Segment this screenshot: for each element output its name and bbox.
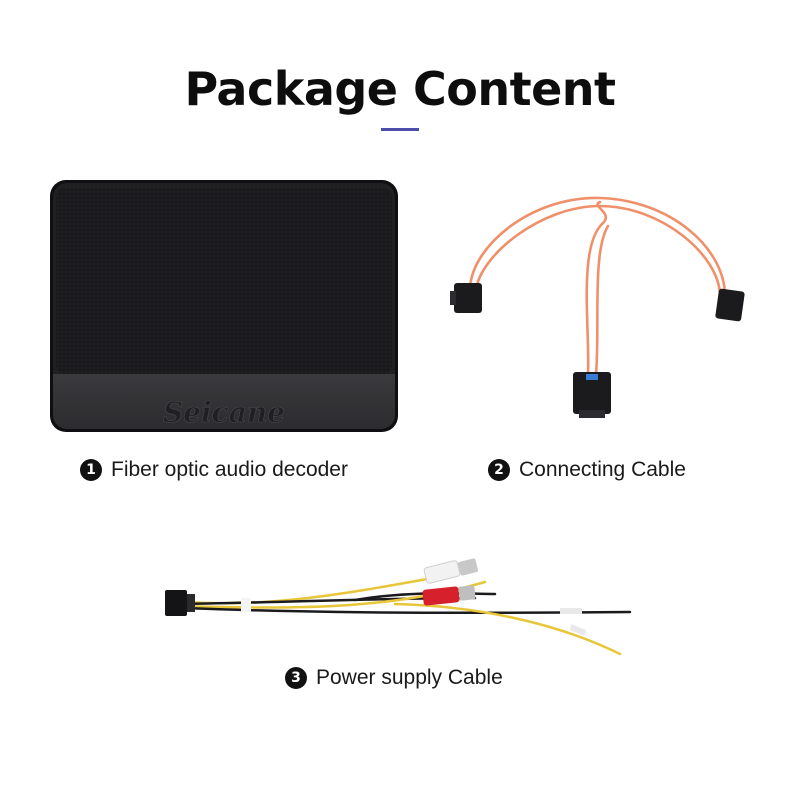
item-1-label: Fiber optic audio decoder bbox=[111, 458, 348, 481]
item-3-label: Power supply Cable bbox=[316, 666, 503, 689]
brand-logo: Seicane bbox=[163, 396, 285, 429]
item-2-caption: 2 Connecting Cable bbox=[488, 458, 686, 482]
item-2-label: Connecting Cable bbox=[519, 458, 686, 481]
number-badge-1: 1 bbox=[80, 459, 102, 481]
connecting-cable-image bbox=[450, 196, 745, 418]
power-cable-image bbox=[165, 558, 632, 656]
title-underline bbox=[381, 128, 419, 131]
item-3-caption: 3 Power supply Cable bbox=[285, 666, 503, 690]
decoder-image: Seicane bbox=[50, 180, 398, 432]
number-badge-3: 3 bbox=[285, 667, 307, 689]
page-title: Package Content bbox=[184, 62, 616, 116]
number-badge-2: 2 bbox=[488, 459, 510, 481]
item-1-caption: 1 Fiber optic audio decoder bbox=[80, 458, 348, 482]
